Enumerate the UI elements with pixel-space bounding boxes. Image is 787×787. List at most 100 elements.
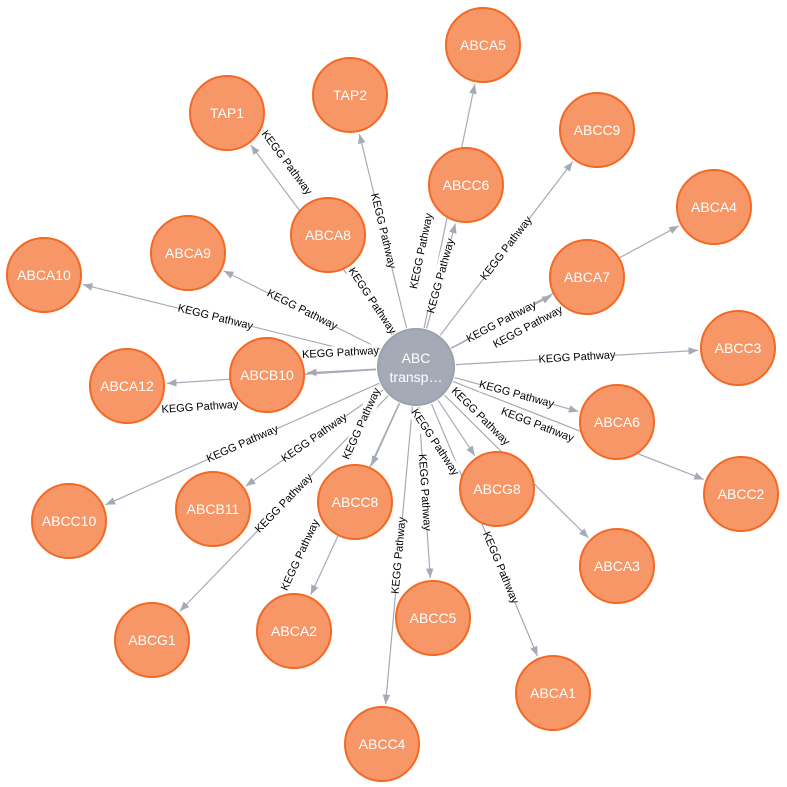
edge-label-tap1: KEGG Pathway	[258, 128, 315, 197]
edge-label-background	[265, 287, 339, 333]
edge-abcg8[interactable]	[437, 399, 476, 457]
edge-label: KEGG Pathway	[480, 530, 521, 606]
node-abcc9[interactable]: ABCC9	[559, 92, 635, 168]
edge-label-abcc5: KEGG Pathway	[415, 454, 434, 532]
edge-label-background	[539, 348, 615, 367]
node-abcg1[interactable]: ABCG1	[114, 602, 190, 678]
node-abcc3[interactable]: ABCC3	[700, 310, 776, 386]
node-abca5[interactable]: ABCA5	[445, 7, 521, 83]
edge-label-background	[162, 397, 238, 417]
edge-label-abcc4: KEGG Pathway	[388, 516, 410, 594]
node-abca4[interactable]: ABCA4	[676, 169, 752, 245]
edge-label-background	[415, 455, 434, 530]
edge-label-background	[367, 193, 399, 269]
node-abca9[interactable]: ABCA9	[150, 215, 226, 291]
node-abcb11[interactable]: ABCB11	[175, 471, 251, 547]
node-abcc4[interactable]: ABCC4	[344, 706, 420, 782]
node-circle[interactable]	[317, 464, 393, 540]
node-abca10[interactable]: ABCA10	[6, 237, 82, 313]
edge-label-background	[465, 298, 538, 346]
edge-line[interactable]	[437, 399, 476, 457]
node-abca8[interactable]: ABCA8	[290, 197, 366, 273]
node-abca12[interactable]: ABCA12	[89, 348, 165, 424]
edge-abcb10[interactable]	[306, 368, 377, 377]
node-label: ABCA2	[271, 623, 317, 639]
edge-label-background	[388, 518, 410, 593]
edge-label-background	[280, 411, 349, 465]
edge-label-background	[303, 344, 378, 362]
node-circle[interactable]	[6, 237, 82, 313]
edge-label-background	[278, 518, 323, 592]
node-circle[interactable]	[114, 602, 190, 678]
edge-label-background	[258, 128, 315, 197]
edge-label: KEGG Pathway	[538, 349, 616, 366]
node-circle[interactable]	[676, 169, 752, 245]
edge-label-tap2: KEGG Pathway	[367, 192, 399, 270]
node-circle[interactable]	[312, 57, 388, 133]
node-circle[interactable]	[344, 706, 420, 782]
node-label: ABCA10	[17, 267, 71, 283]
edge-abcc2[interactable]	[453, 380, 704, 481]
edge-abca1[interactable]	[430, 403, 539, 657]
node-abca2[interactable]: ABCA2	[256, 593, 332, 669]
node-label: ABCA12	[100, 378, 154, 394]
node-circle[interactable]	[229, 337, 305, 413]
edge-label-background	[205, 422, 280, 466]
node-abcc6[interactable]: ABCC6	[428, 147, 504, 223]
node-circle[interactable]	[290, 197, 366, 273]
node-label: ABCA1	[530, 685, 576, 701]
node-label: ABCC5	[410, 610, 457, 626]
node-tap1[interactable]: TAP1	[189, 75, 265, 151]
node-label: ABCC6	[443, 177, 490, 193]
node-abcc5[interactable]: ABCC5	[395, 580, 471, 656]
node-circle[interactable]	[549, 239, 625, 315]
node-circle[interactable]	[579, 528, 655, 604]
node-circle[interactable]	[150, 215, 226, 291]
node-abcb10[interactable]: ABCB10	[229, 337, 305, 413]
node-label: ABCA5	[460, 37, 506, 53]
node-circle[interactable]	[256, 593, 332, 669]
edge-label: KEGG Pathway	[161, 399, 239, 416]
edge-label-abcc10: KEGG Pathway	[205, 422, 281, 466]
node-circle[interactable]	[559, 92, 635, 168]
node-tap2[interactable]: TAP2	[312, 57, 388, 133]
node-circle[interactable]	[189, 75, 265, 151]
node-circle[interactable]	[445, 7, 521, 83]
node-abcc8[interactable]: ABCC8	[317, 464, 393, 540]
node-abcc2[interactable]: ABCC2	[703, 456, 779, 532]
node-circle[interactable]	[428, 147, 504, 223]
edge-label-abcb10: KEGG Pathway	[302, 344, 380, 362]
edge-line[interactable]	[453, 380, 704, 481]
node-label: ABCB11	[187, 501, 240, 517]
nodes-layer: ABCA5TAP2TAP1ABCC9ABCC6ABCA4ABCA8ABCA9AB…	[6, 7, 779, 782]
center-node-circle[interactable]	[377, 328, 455, 406]
node-circle[interactable]	[700, 310, 776, 386]
edge-line[interactable]	[306, 368, 377, 377]
node-abca3[interactable]: ABCA3	[579, 528, 655, 604]
node-circle[interactable]	[579, 384, 655, 460]
node-circle[interactable]	[31, 483, 107, 559]
node-abca1[interactable]: ABCA1	[515, 655, 591, 731]
edge-label: KEGG Pathway	[259, 128, 315, 197]
node-circle[interactable]	[459, 451, 535, 527]
edge-label-background	[407, 213, 437, 289]
node-circle[interactable]	[703, 456, 779, 532]
node-circle[interactable]	[175, 471, 251, 547]
node-circle[interactable]	[395, 580, 471, 656]
edge-label: KEGG Pathway	[302, 345, 380, 361]
node-circle[interactable]	[515, 655, 591, 731]
edge-label-background	[345, 266, 399, 336]
center-node[interactable]: ABC transp…	[377, 328, 455, 406]
edge-label-abca10: KEGG Pathway	[176, 301, 255, 334]
node-label: ABCC9	[574, 122, 621, 138]
node-circle[interactable]	[89, 348, 165, 424]
node-abca6[interactable]: ABCA6	[579, 384, 655, 460]
node-abca7[interactable]: ABCA7	[549, 239, 625, 315]
node-label: ABCC4	[359, 736, 406, 752]
edge-line[interactable]	[430, 403, 539, 657]
node-abcg8[interactable]: ABCG8	[459, 451, 535, 527]
center-node-label-line1: ABC	[402, 350, 431, 366]
edge-label-abca9: KEGG Pathway	[265, 287, 340, 333]
node-abcc10[interactable]: ABCC10	[31, 483, 107, 559]
